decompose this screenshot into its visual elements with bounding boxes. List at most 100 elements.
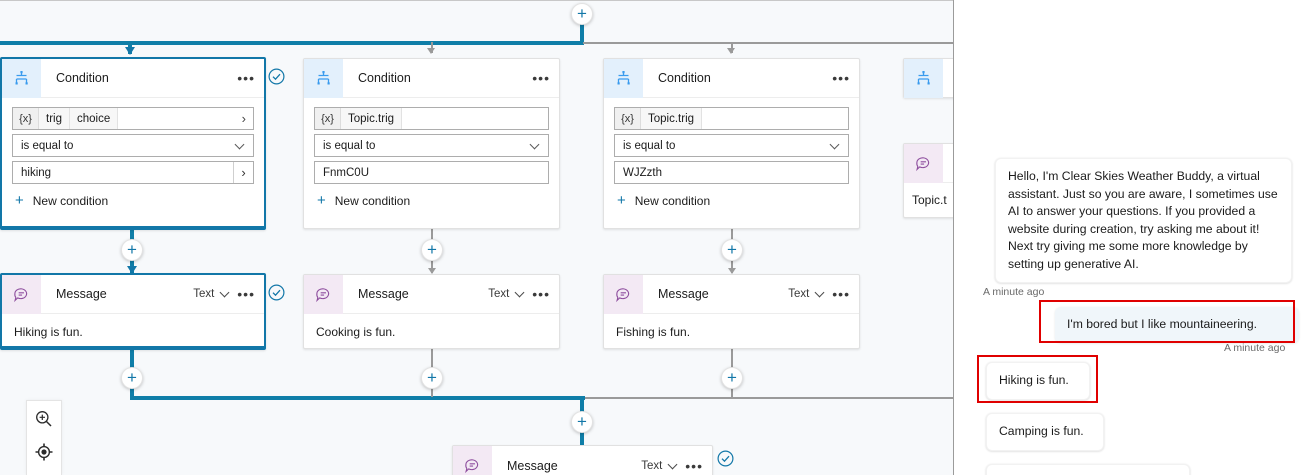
add-node-button-bottom-center[interactable] (571, 411, 593, 433)
node-condition-4-clipped[interactable] (903, 58, 953, 98)
more-options-icon[interactable]: ••• (832, 73, 850, 83)
more-options-icon[interactable]: ••• (237, 289, 255, 299)
more-options-icon[interactable]: ••• (532, 73, 550, 83)
plus-icon: + (617, 193, 626, 208)
wire-bottom-center-stem (580, 396, 584, 412)
node-condition-3[interactable]: Condition ••• {x} Topic.trig is equal to… (603, 58, 860, 229)
message-3-text: Fishing is fun. (614, 323, 849, 343)
more-options-icon[interactable]: ••• (237, 73, 255, 83)
variable-chip-topic-trig: Topic.trig (641, 108, 702, 129)
condition-variable-row[interactable]: {x} Topic.trig (314, 107, 549, 130)
wire-m3-merge-stem (731, 388, 733, 397)
more-options-icon[interactable]: ••• (532, 289, 550, 299)
condition-value-row[interactable]: FnmC0U (314, 161, 549, 184)
more-options-icon[interactable]: ••• (832, 289, 850, 299)
node-condition-3-header: Condition ••• (604, 59, 859, 98)
condition-value: WJZzth (615, 167, 662, 179)
variable-chip-choice: choice (70, 108, 118, 129)
node-condition-1[interactable]: Condition ••• {x} trig choice › is equal… (0, 57, 266, 230)
new-condition-button[interactable]: + New condition (314, 193, 549, 208)
canvas-top-divider (0, 0, 953, 1)
chevron-down-icon[interactable] (831, 137, 848, 155)
node-message-bottom-title: Message (507, 459, 558, 473)
node-condition-2-actions: ••• (532, 73, 559, 83)
validation-check-icon-condition-1 (268, 68, 285, 85)
condition-operator-row[interactable]: is equal to (614, 134, 849, 157)
plus-icon: + (317, 193, 326, 208)
node-message-3-body: Fishing is fun. (604, 314, 859, 353)
plus-icon: + (15, 193, 24, 208)
add-node-button-c3-m3[interactable] (721, 239, 743, 261)
flow-canvas[interactable]: Condition ••• {x} trig choice › is equal… (0, 0, 953, 475)
condition-value-row[interactable]: hiking › (12, 161, 254, 184)
condition-operator-value: is equal to (615, 140, 675, 152)
add-node-button-c2-m2[interactable] (421, 239, 443, 261)
arrow-branch-1 (125, 47, 135, 55)
node-message-2[interactable]: Message Text ••• Cooking is fun. (303, 274, 560, 349)
condition-operator-row[interactable]: is equal to (12, 134, 254, 157)
branch-icon (2, 59, 41, 98)
condition-variable-row[interactable]: {x} trig choice › (12, 107, 254, 130)
message-1-text: Hiking is fun. (12, 323, 254, 343)
chevron-right-icon[interactable]: › (233, 162, 253, 183)
node-message-bottom[interactable]: Message Text ••• (452, 445, 713, 475)
new-condition-button[interactable]: + New condition (614, 193, 849, 208)
node-message-2-body: Cooking is fun. (304, 314, 559, 353)
add-node-button-c1-m1[interactable] (121, 239, 143, 261)
new-condition-button[interactable]: + New condition (12, 193, 254, 208)
node-condition-2[interactable]: Condition ••• {x} Topic.trig is equal to… (303, 58, 560, 229)
add-node-button-m1-bottom[interactable] (121, 367, 143, 389)
chevron-down-icon[interactable] (816, 285, 825, 303)
node-condition-3-title: Condition (658, 71, 711, 85)
node-message-3[interactable]: Message Text ••• Fishing is fun. (603, 274, 860, 349)
chat-timestamp-user: A minute ago (1224, 342, 1285, 354)
channel-label: Text (641, 460, 662, 472)
node-message-clipped[interactable]: Topic.t (903, 143, 953, 218)
node-message-2-title: Message (358, 287, 409, 301)
zoom-in-icon[interactable] (34, 409, 54, 429)
condition-operator-row[interactable]: is equal to (314, 134, 549, 157)
chat-test-panel[interactable]: Hello, I'm Clear Skies Weather Buddy, a … (953, 0, 1309, 475)
add-node-button-m3-bottom[interactable] (721, 367, 743, 389)
new-condition-label: New condition (33, 194, 108, 208)
chevron-down-icon[interactable] (516, 285, 525, 303)
chat-bubble-bot-partial (986, 464, 1190, 475)
chevron-down-icon[interactable] (236, 137, 253, 155)
node-condition-1-body: {x} trig choice › is equal to hiking › +… (2, 98, 264, 218)
message-icon (453, 446, 492, 475)
message-2-text: Cooking is fun. (314, 323, 549, 343)
node-condition-1-title: Condition (56, 71, 109, 85)
channel-label: Text (788, 288, 809, 300)
node-message-bottom-actions: Text ••• (641, 457, 712, 475)
node-message-1[interactable]: Message Text ••• Hiking is fun. (0, 273, 266, 350)
node-message-1-title: Message (56, 287, 107, 301)
validation-check-icon-message-1 (268, 284, 285, 301)
node-message-2-header: Message Text ••• (304, 275, 559, 314)
node-message-3-actions: Text ••• (788, 285, 859, 303)
chevron-right-icon[interactable]: › (242, 112, 253, 125)
more-options-icon[interactable]: ••• (685, 461, 703, 471)
node-message-3-title: Message (658, 287, 709, 301)
branch-icon-svg (13, 70, 30, 87)
new-condition-label: New condition (335, 194, 410, 208)
message-icon (304, 275, 343, 314)
fit-to-view-icon[interactable] (34, 442, 54, 462)
condition-variable-row[interactable]: {x} Topic.trig (614, 107, 849, 130)
branch-icon (604, 59, 643, 98)
node-message-1-actions: Text ••• (193, 285, 264, 303)
variable-token-icon: {x} (615, 108, 641, 129)
chevron-down-icon[interactable] (531, 137, 548, 155)
node-condition-3-actions: ••• (832, 73, 859, 83)
canvas-zoom-controls (26, 400, 62, 475)
condition-value-row[interactable]: WJZzth (614, 161, 849, 184)
message-clipped-text: Topic.t (910, 191, 953, 211)
wire-bottom-merge-right (585, 397, 953, 399)
add-node-button-top[interactable] (571, 3, 593, 25)
chevron-down-icon[interactable] (221, 285, 230, 303)
chevron-down-icon[interactable] (669, 457, 678, 475)
add-node-button-m2-bottom[interactable] (421, 367, 443, 389)
wire-top-trunk-blue (0, 41, 583, 45)
chat-bubble-bot-camping: Camping is fun. (986, 413, 1104, 451)
node-condition-2-title: Condition (358, 71, 411, 85)
